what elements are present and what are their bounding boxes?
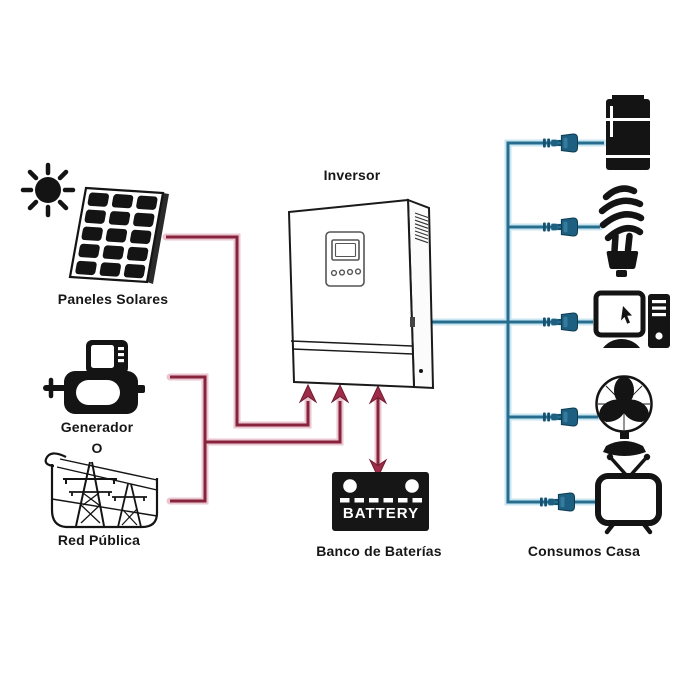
computer-icon [593,290,670,348]
fan-icon [595,375,653,456]
generator-label: Generador [60,419,134,435]
cfl-bulb-icon [598,185,645,277]
solar-panel-icon [68,186,169,284]
inverter-label: Inversor [323,167,381,183]
refrigerator-icon [606,95,650,170]
tv-icon [595,453,662,535]
battery-label: Banco de Baterías [316,543,442,559]
loads-label: Consumos Casa [527,543,641,559]
battery-box-text: BATTERY [342,505,420,522]
battery-icon [332,472,429,531]
dc-line-solar [162,233,312,429]
or-label: O [91,440,103,456]
grid-label: Red Pública [57,532,141,548]
solar-panel-label: Paneles Solares [57,291,169,307]
generator-icon [43,340,145,414]
ac-distribution-lines [428,139,608,506]
grid-icon [44,452,159,529]
inverter-icon [287,198,435,390]
sun-icon [20,162,76,218]
dc-line-generator-grid [166,373,344,505]
